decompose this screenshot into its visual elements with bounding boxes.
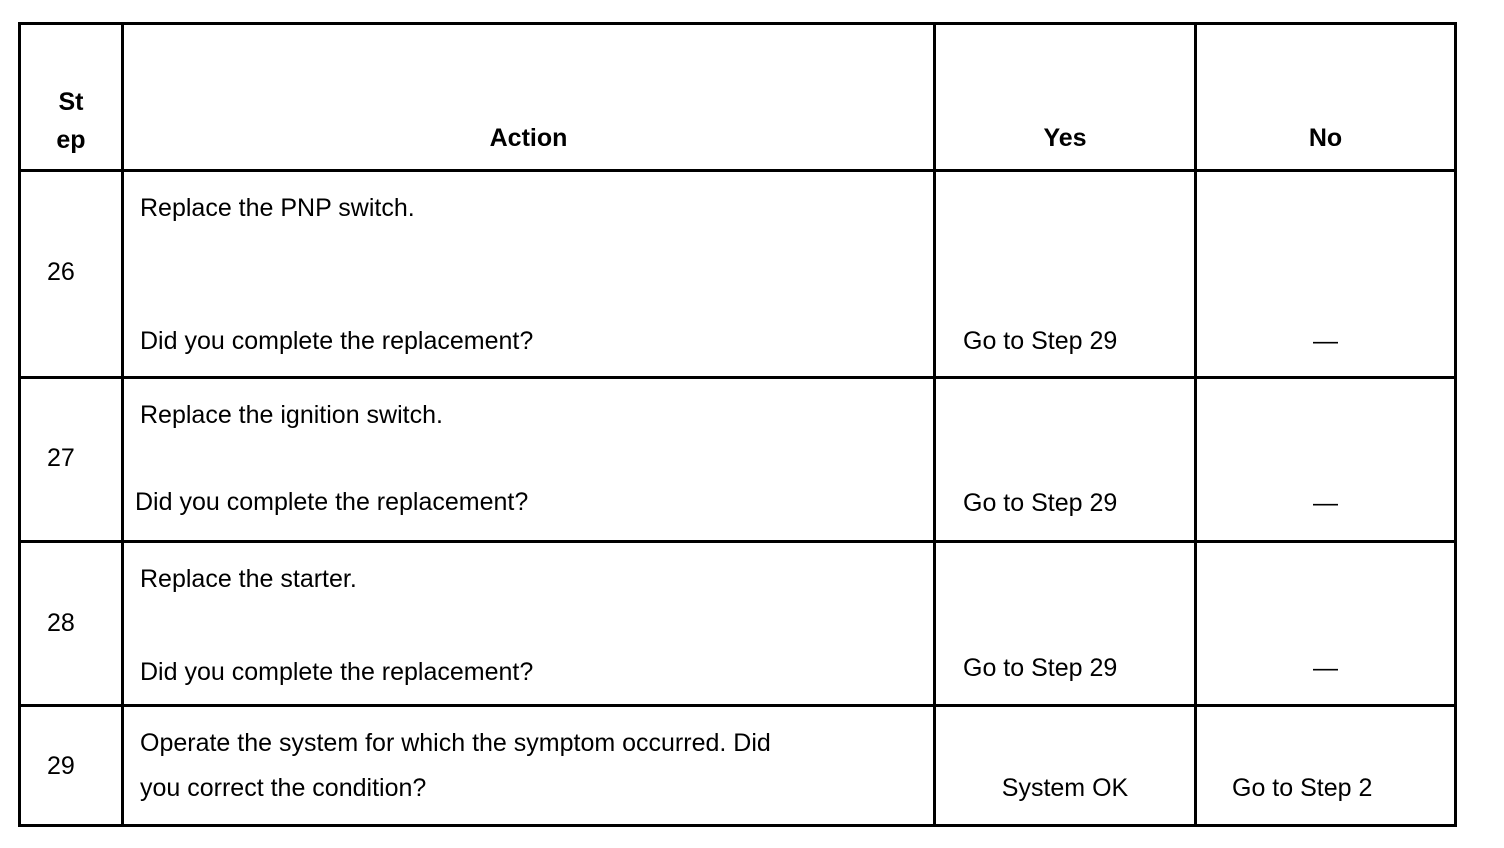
step-cell: 26 xyxy=(18,169,124,379)
table-row: 29 Operate the system for which the symp… xyxy=(18,704,1457,827)
step-cell: 27 xyxy=(18,376,124,543)
yes-cell: Go to Step 29 xyxy=(933,376,1197,543)
yes-result: Go to Step 29 xyxy=(963,489,1118,517)
action-cell: Replace the starter. Did you complete th… xyxy=(121,540,936,707)
action-instruction: Operate the system for which the symptom… xyxy=(140,729,771,757)
table-row: 28 Replace the starter. Did you complete… xyxy=(18,540,1457,707)
action-question: Did you complete the replacement? xyxy=(140,658,534,686)
action-question: Did you complete the replacement? xyxy=(135,488,529,516)
header-step-line1: St xyxy=(58,88,84,116)
action-cell: Replace the PNP switch. Did you complete… xyxy=(121,169,936,379)
action-cell: Replace the ignition switch. Did you com… xyxy=(121,376,936,543)
header-step-line2: ep xyxy=(56,126,86,154)
yes-result: Go to Step 29 xyxy=(963,654,1118,682)
step-number: 26 xyxy=(47,258,75,286)
header-yes: Yes xyxy=(933,22,1197,172)
no-result: — xyxy=(1313,489,1338,517)
action-cell: Operate the system for which the symptom… xyxy=(121,704,936,827)
action-question: you correct the condition? xyxy=(140,774,427,802)
no-cell: Go to Step 2 xyxy=(1194,704,1457,827)
no-cell: — xyxy=(1194,169,1457,379)
action-instruction: Replace the starter. xyxy=(140,565,357,593)
yes-cell: System OK xyxy=(933,704,1197,827)
diagnostic-table: St ep Action Yes No 26 Replace the PNP s… xyxy=(18,22,1457,827)
table-row: 27 Replace the ignition switch. Did you … xyxy=(18,376,1457,543)
no-cell: — xyxy=(1194,376,1457,543)
step-number: 29 xyxy=(47,752,75,780)
yes-result: Go to Step 29 xyxy=(963,327,1118,355)
header-no: No xyxy=(1194,22,1457,172)
table-row: 26 Replace the PNP switch. Did you compl… xyxy=(18,169,1457,379)
no-cell: — xyxy=(1194,540,1457,707)
step-cell: 29 xyxy=(18,704,124,827)
yes-cell: Go to Step 29 xyxy=(933,540,1197,707)
action-instruction: Replace the PNP switch. xyxy=(140,194,415,222)
header-action: Action xyxy=(121,22,936,172)
no-result: Go to Step 2 xyxy=(1232,774,1373,802)
step-number: 27 xyxy=(47,444,75,472)
table-header-row: St ep Action Yes No xyxy=(18,22,1457,172)
step-cell: 28 xyxy=(18,540,124,707)
action-question: Did you complete the replacement? xyxy=(140,327,534,355)
yes-cell: Go to Step 29 xyxy=(933,169,1197,379)
step-number: 28 xyxy=(47,609,75,637)
yes-result: System OK xyxy=(1001,774,1129,802)
no-result: — xyxy=(1313,327,1338,355)
action-instruction: Replace the ignition switch. xyxy=(140,401,443,429)
no-result: — xyxy=(1313,654,1338,682)
header-step: St ep xyxy=(18,22,124,172)
